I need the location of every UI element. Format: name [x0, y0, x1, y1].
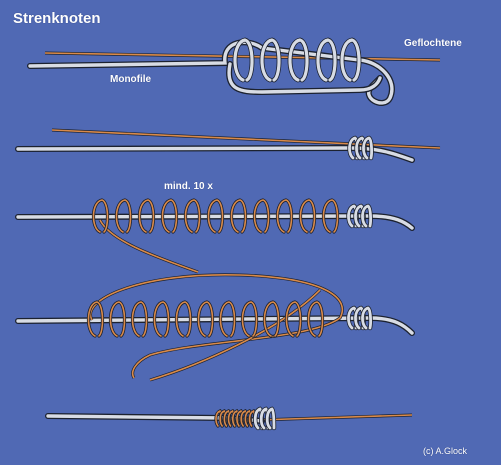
step-5-braid-line [257, 414, 413, 421]
braid-wrap [322, 199, 339, 233]
step-3-braid-wraps [91, 198, 340, 234]
coil-loop [316, 38, 337, 82]
braid-wrap [299, 199, 316, 233]
coil-loop [288, 38, 309, 82]
braid-wrap [87, 301, 104, 337]
braid-wrap [207, 199, 224, 233]
author-credit: (c) A.Glock [423, 446, 468, 456]
braid-wrap [307, 301, 324, 337]
braid-wrap [230, 199, 247, 233]
step-4-braid-tag-end [149, 289, 321, 381]
finished-mono-wrap [265, 407, 276, 430]
step-3-braid-tag-end [99, 219, 199, 273]
braid-wrap [253, 199, 270, 233]
knot-wrap [362, 136, 373, 160]
coil-loop [233, 38, 254, 82]
step-1-diagram [27, 37, 441, 106]
step-2-diagram [15, 128, 441, 163]
step-4-knot [346, 305, 373, 331]
step-3-knot [346, 203, 373, 229]
step-4-diagram [15, 273, 415, 382]
braid-wrap [153, 301, 170, 337]
coil-loop [260, 38, 281, 82]
braid-wrap [285, 301, 302, 337]
knot-wrap [361, 306, 372, 330]
braid-wrap [138, 199, 155, 233]
braid-wrap [175, 301, 192, 337]
braided-line-label: Geflochtene [404, 38, 462, 49]
step-3-diagram [15, 198, 415, 274]
braid-wrap [109, 301, 126, 337]
step-1-monofilament [27, 39, 395, 106]
monofilament-label: Monofile [110, 74, 152, 85]
braid-wrap [184, 199, 201, 233]
step-4-braid-wraps [86, 300, 325, 338]
step-2-knot-wraps [347, 135, 374, 161]
step-2-braid-line [51, 129, 441, 149]
step-5-diagram [45, 406, 413, 431]
braid-wrap [92, 199, 109, 233]
step-5-finished-knot [214, 406, 277, 431]
knot-wrap [361, 204, 372, 228]
braid-wrap [276, 199, 293, 233]
step-4-braid-loop [89, 274, 344, 379]
braid-wrap [241, 301, 258, 337]
coil-loop [340, 38, 361, 82]
min-wraps-label: mind. 10 x [164, 181, 213, 192]
braid-wrap [131, 301, 148, 337]
braid-wrap [161, 199, 178, 233]
braid-wrap [219, 301, 236, 337]
braid-wrap [197, 301, 214, 337]
braid-wrap [115, 199, 132, 233]
braid-wrap [263, 301, 280, 337]
step-1-braid-coils [232, 37, 362, 83]
diagram-title: Strenknoten [13, 10, 101, 27]
